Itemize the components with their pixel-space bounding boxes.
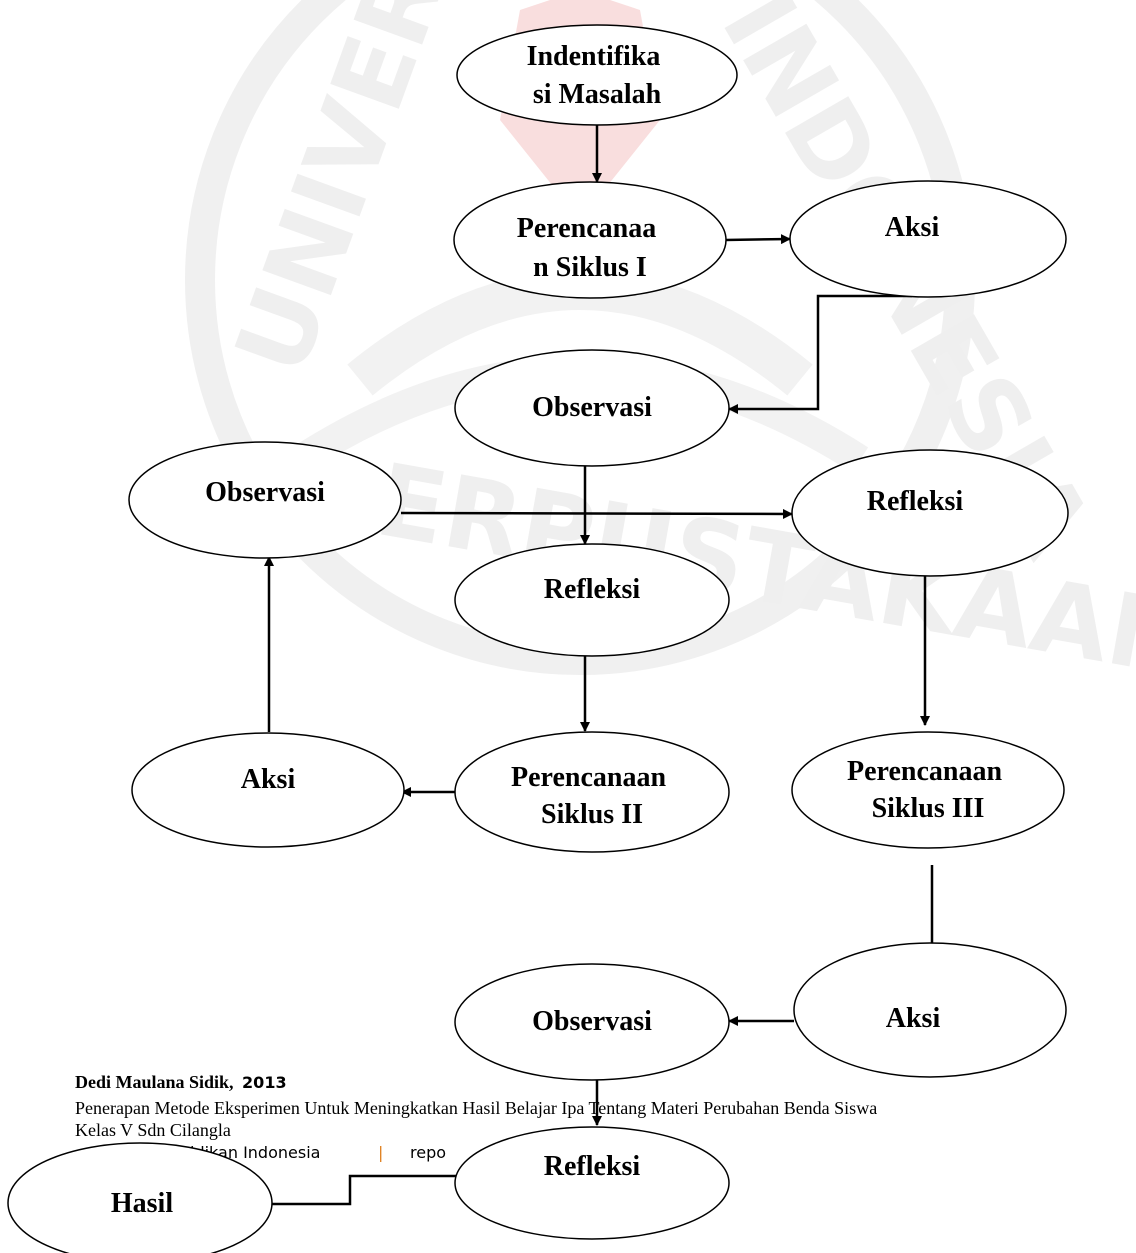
svg-text:Refleksi: Refleksi	[544, 574, 641, 605]
edge-aksi1-to-observasi1	[728, 294, 912, 414]
node-aksi-2: Aksi	[131, 732, 405, 848]
svg-text:Perencanaan Siklus III: Perencanaan Siklus III	[847, 756, 1009, 824]
node-perencanaan-siklus-3: Perencanaan Siklus III	[791, 731, 1065, 849]
page-footer: Dedi Maulana Sidik, 2013 Penerapan Metod…	[75, 1072, 877, 1162]
node-hasil: Hasil	[7, 1142, 273, 1253]
svg-text:Refleksi: Refleksi	[544, 1151, 641, 1182]
svg-text:Observasi: Observasi	[532, 1006, 652, 1037]
svg-text:Aksi: Aksi	[241, 764, 296, 795]
svg-text:Aksi: Aksi	[885, 212, 940, 243]
node-refleksi-2: Refleksi	[791, 449, 1069, 577]
node-refleksi-3: Refleksi	[454, 1126, 730, 1240]
node-identifikasi-masalah: Indentifika si Masalah	[456, 24, 738, 126]
node-perencanaan-siklus-1: Perencanaa n Siklus I	[453, 181, 727, 299]
footer-repository-fragment: repo	[410, 1143, 446, 1162]
edge-observasi2-to-refleksi2	[400, 508, 793, 519]
svg-text:Refleksi: Refleksi	[867, 486, 964, 517]
svg-text:Hasil: Hasil	[111, 1188, 173, 1219]
footer-separator: |	[378, 1143, 383, 1162]
node-observasi-1: Observasi	[454, 349, 730, 467]
node-refleksi-1: Refleksi	[454, 543, 730, 657]
footer-author: Dedi Maulana Sidik, 2013	[75, 1072, 287, 1092]
svg-text:Aksi: Aksi	[886, 1003, 941, 1034]
footer-title-line1: Penerapan Metode Eksperimen Untuk Mening…	[75, 1098, 877, 1118]
svg-text:Observasi: Observasi	[532, 392, 652, 423]
svg-text:Perencanaan Siklus II: Perencanaan Siklus II	[511, 762, 673, 830]
edge-perencanaan1-to-aksi1	[724, 234, 791, 245]
node-observasi-2: Observasi	[128, 441, 402, 559]
node-observasi-3: Observasi	[454, 963, 730, 1081]
svg-text:Perencanaa n Siklus I: Perencanaa n Siklus I	[517, 213, 663, 283]
edge-refleksi3-to-hasil	[270, 1174, 460, 1206]
footer-title-line2: Kelas V Sdn Cilangla	[75, 1120, 231, 1140]
node-perencanaan-siklus-2: Perencanaan Siklus II	[454, 731, 730, 853]
svg-text:Indentifika si Masalah: Indentifika si Masalah	[527, 41, 668, 110]
node-aksi-1: Aksi	[789, 180, 1067, 298]
node-aksi-3: Aksi	[793, 942, 1067, 1078]
svg-text:Observasi: Observasi	[205, 477, 325, 508]
